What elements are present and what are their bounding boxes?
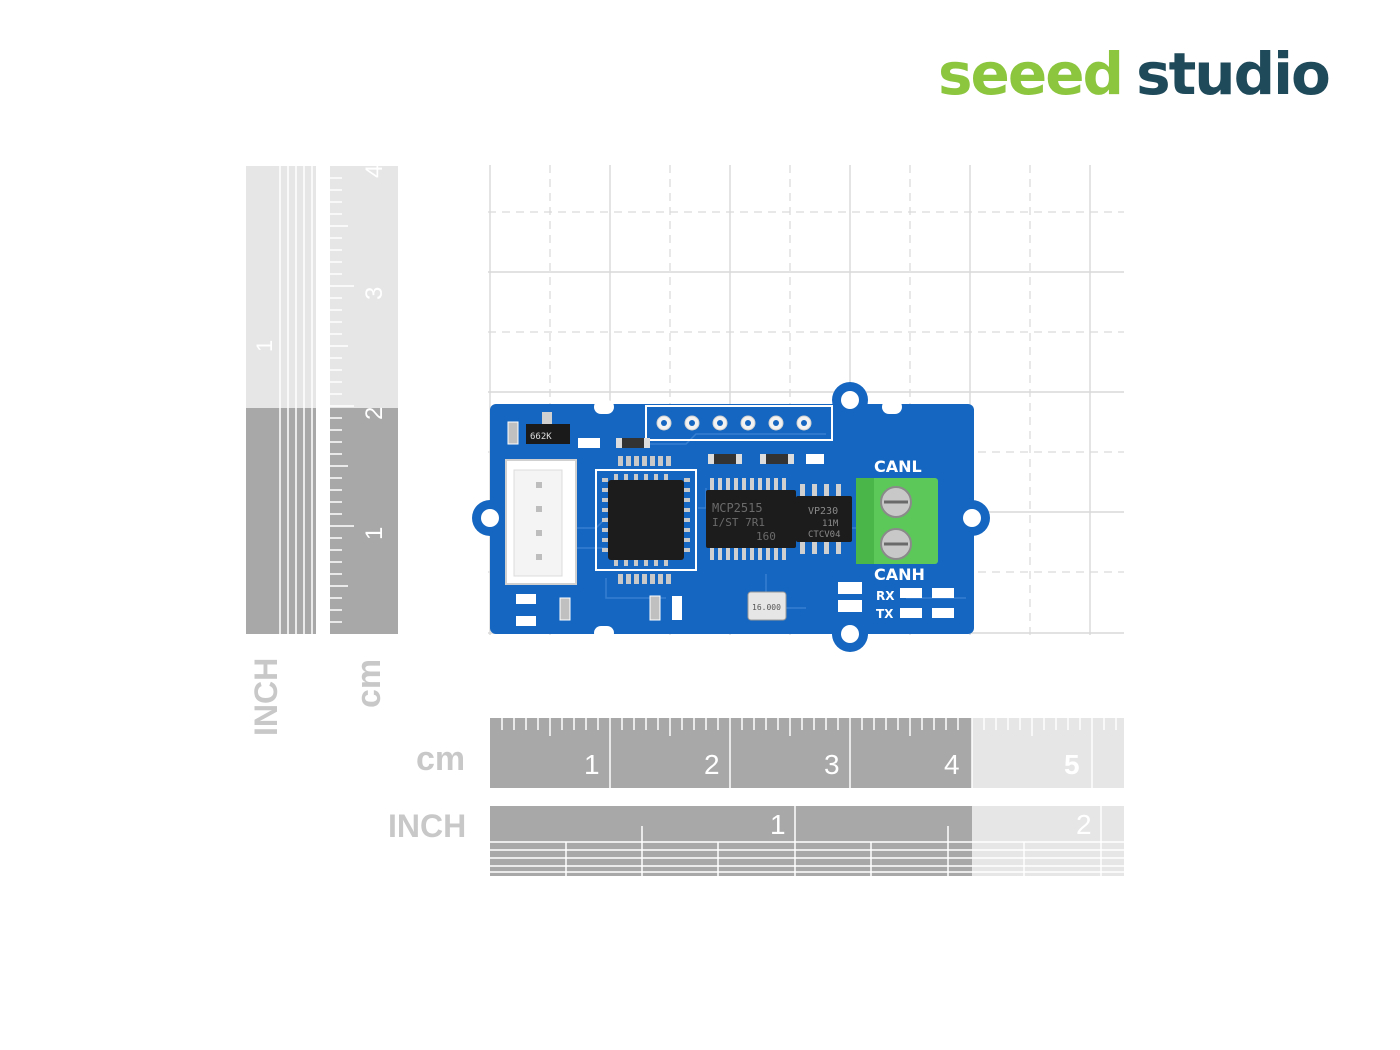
passive-components bbox=[507, 421, 954, 626]
h-cm-tick-2: 2 bbox=[704, 749, 720, 780]
horizontal-cm-ruler: 1 2 3 4 5 bbox=[490, 718, 1124, 788]
transceiver-marking-2: 11M bbox=[822, 519, 839, 529]
canh-label: CANH bbox=[874, 565, 925, 584]
mount-hole-right bbox=[963, 509, 981, 527]
mount-hole-bottom bbox=[841, 625, 859, 643]
canl-label: CANL bbox=[874, 457, 922, 476]
v-inch-tick-1: 1 bbox=[252, 340, 277, 352]
transceiver-marking: VP230 bbox=[808, 506, 838, 517]
can-bus-module-board: 662K bbox=[472, 382, 990, 652]
h-cm-tick-3: 3 bbox=[824, 749, 840, 780]
v-cm-tick-4: 4 bbox=[361, 166, 388, 178]
vertical-inch-ruler: 1 bbox=[246, 166, 316, 634]
mount-hole-top bbox=[841, 391, 859, 409]
mount-hole-left bbox=[481, 509, 499, 527]
vertical-cm-ruler: 4 3 2 1 bbox=[330, 166, 398, 634]
h-cm-label: cm bbox=[416, 740, 466, 778]
screw-terminal bbox=[856, 478, 938, 564]
transceiver-marking-3: CTCV04 bbox=[808, 530, 841, 540]
crystal-oscillator: 16.000 bbox=[747, 591, 787, 621]
mcp2515-marking-2: I/ST 7R1 bbox=[712, 516, 765, 529]
v-cm-tick-1: 1 bbox=[361, 527, 388, 540]
h-inch-label: INCH bbox=[388, 808, 467, 844]
v-cm-tick-2: 2 bbox=[361, 407, 388, 420]
h-cm-tick-4: 4 bbox=[944, 749, 960, 780]
h-inch-tick-2: 2 bbox=[1076, 809, 1092, 840]
mcp2515-marking: MCP2515 bbox=[712, 501, 763, 515]
h-inch-tick-1: 1 bbox=[770, 809, 786, 840]
regulator-marking: 662K bbox=[530, 432, 552, 442]
crystal-marking: 16.000 bbox=[752, 603, 781, 612]
tx-label: TX bbox=[876, 607, 894, 621]
horizontal-inch-ruler: 1 2 bbox=[490, 806, 1124, 876]
mcu-chip bbox=[595, 456, 697, 584]
v-cm-tick-3: 3 bbox=[361, 287, 388, 300]
v-cm-label: cm bbox=[350, 658, 388, 708]
mcp2515-chip: MCP2515 I/ST 7R1 160 bbox=[706, 478, 796, 560]
logo-word-seeed: seeed bbox=[938, 40, 1124, 108]
h-cm-tick-5: 5 bbox=[1064, 749, 1080, 780]
logo-word-studio: studio bbox=[1136, 40, 1331, 108]
pin-header-outline bbox=[645, 405, 833, 441]
voltage-regulator: 662K bbox=[526, 412, 570, 444]
grove-connector bbox=[505, 459, 577, 585]
can-transceiver-chip: VP230 11M CTCV04 bbox=[796, 484, 852, 554]
mcp2515-marking-3: 160 bbox=[756, 530, 776, 543]
rx-label: RX bbox=[876, 589, 895, 603]
v-inch-label: INCH bbox=[248, 657, 284, 736]
h-cm-tick-1: 1 bbox=[584, 749, 600, 780]
